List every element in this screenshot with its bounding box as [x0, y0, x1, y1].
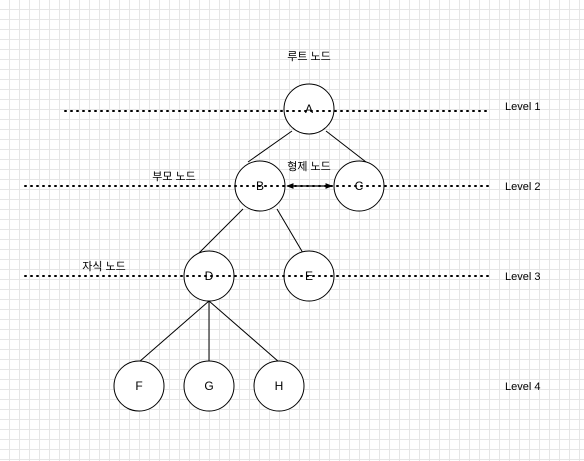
- edge-d-h: [208, 300, 280, 363]
- node-a-label: A: [305, 102, 313, 116]
- node-h: H: [253, 360, 305, 412]
- node-a: A: [283, 83, 335, 135]
- edge-a-c: [325, 130, 367, 163]
- node-f-label: F: [135, 379, 142, 393]
- node-h-label: H: [275, 379, 284, 393]
- edge-b-d: [196, 208, 244, 256]
- node-c: C: [333, 160, 385, 212]
- level-4-label: Level 4: [505, 381, 540, 393]
- edge-d-f: [138, 300, 210, 363]
- node-d-label: D: [205, 269, 214, 283]
- node-f: F: [113, 360, 165, 412]
- parent-node-annotation: 부모 노드: [152, 170, 196, 183]
- child-node-annotation: 자식 노드: [82, 260, 126, 273]
- node-g: G: [183, 360, 235, 412]
- level-1-label: Level 1: [505, 101, 540, 113]
- level-2-label: Level 2: [505, 181, 540, 193]
- sibling-node-annotation: 형제 노드: [287, 160, 331, 173]
- level-3-label: Level 3: [505, 271, 540, 283]
- node-g-label: G: [204, 379, 213, 393]
- root-node-annotation: 루트 노드: [287, 50, 331, 63]
- edge-b-e: [276, 208, 304, 254]
- node-d: D: [183, 250, 235, 302]
- node-c-label: C: [355, 179, 364, 193]
- edge-a-b: [247, 130, 293, 163]
